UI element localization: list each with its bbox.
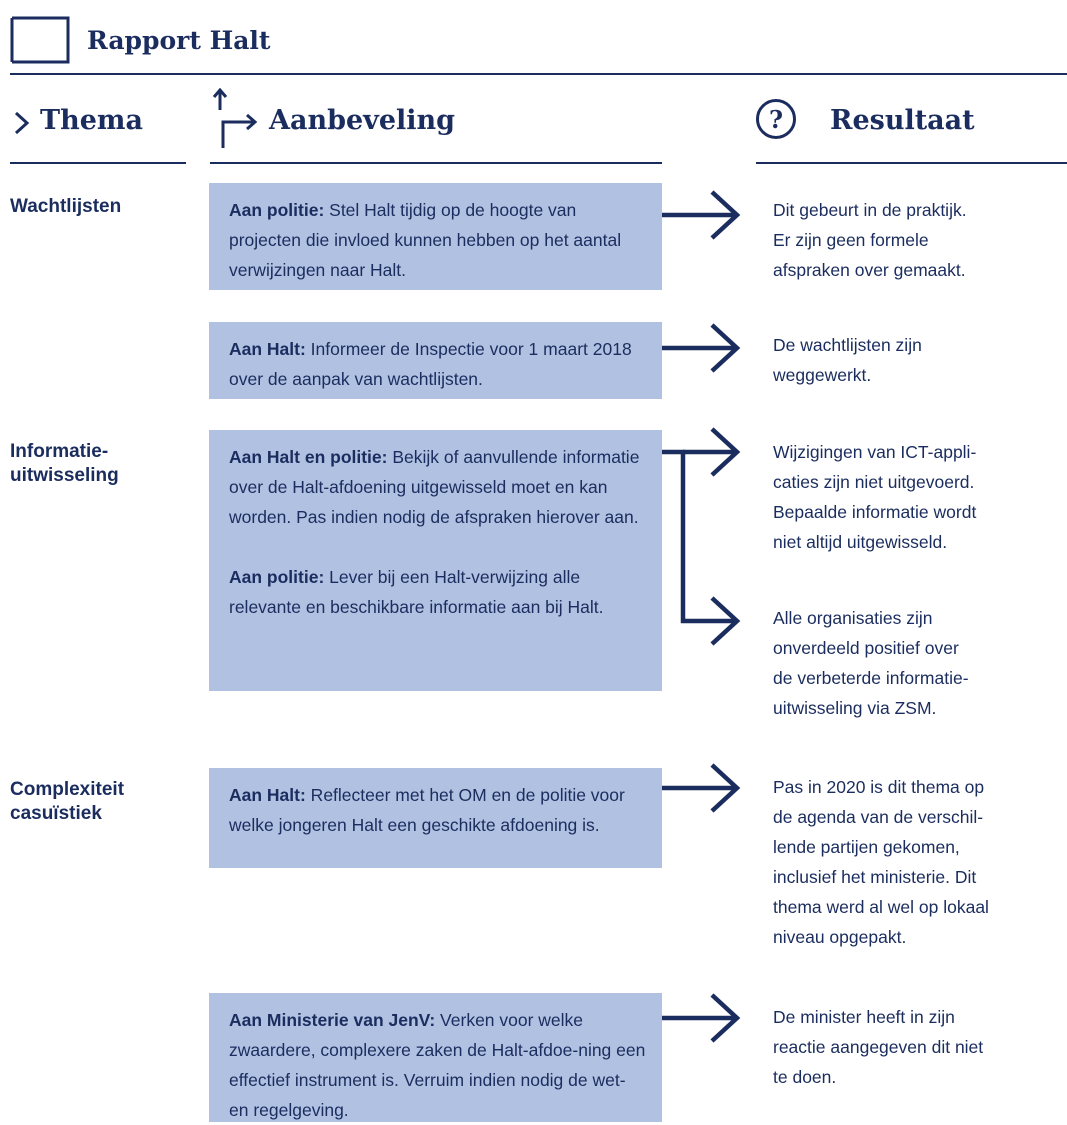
recommendation-box: Aan politie: Stel Halt tijdig op de hoog… — [209, 183, 662, 290]
arrow-right-icon — [662, 763, 741, 813]
recommendation-box: Aan Ministerie van JenV: Verken voor wel… — [209, 993, 662, 1122]
column-header-recommendation: Aanbeveling — [269, 105, 456, 136]
arrow-right-icon — [662, 190, 741, 240]
arrow-right-icon — [683, 427, 741, 477]
recommendation-lead: Aan politie: — [229, 200, 325, 220]
result-text: De minister heeft in zijn reactie aangeg… — [773, 1007, 984, 1087]
recommendation-text: Verken voor welke zwaardere, complexere … — [229, 1010, 646, 1120]
recommendation-lead: Aan Halt: — [229, 785, 306, 805]
arrow-right-icon — [662, 323, 741, 373]
recommendation-box: Aan Halt: Reflecteer met het OM en de po… — [209, 768, 662, 868]
recommendation-box-combined: Aan Halt en politie: Bekijk of aanvullen… — [209, 430, 662, 691]
column-divider-result — [756, 162, 1067, 164]
column-divider-recommendation — [210, 162, 662, 164]
arrow-right-icon — [710, 596, 741, 646]
svg-text:?: ? — [769, 105, 783, 134]
recommendation-text: Lever bij een Halt-verwijzing alle relev… — [229, 567, 604, 617]
page-title: Rapport Halt — [87, 26, 271, 55]
theme-label: Wachtlijsten — [10, 196, 122, 217]
recommendation-lead: Aan politie: — [229, 567, 325, 587]
question-circle-icon: ? — [756, 99, 796, 139]
direction-arrows-icon — [212, 88, 258, 148]
theme-label: Informatie- uitwisseling — [10, 441, 119, 486]
result-text: Alle organisaties zijn onverdeeld positi… — [773, 608, 969, 718]
recommendation-text: Informeer de Inspectie voor 1 maart 2018… — [229, 339, 632, 389]
header-divider — [10, 73, 1067, 75]
result-text: Dit gebeurt in de praktijk. Er zijn geen… — [773, 200, 967, 280]
recommendation-text: Bekijk of aanvullende informatie over de… — [229, 447, 640, 527]
result-text: De wachtlijsten zijn weggewerkt. — [773, 335, 922, 385]
arrow-right-icon — [662, 993, 741, 1043]
column-divider-theme — [10, 162, 186, 164]
recommendation-text: Stel Halt tijdig op de hoogte van projec… — [229, 200, 622, 280]
branch-connector — [662, 449, 737, 624]
document-icon — [10, 16, 70, 64]
result-text: Pas in 2020 is dit thema op de agenda va… — [773, 777, 989, 947]
recommendation-lead: Aan Halt: — [229, 339, 306, 359]
column-header-result: Resultaat — [830, 105, 975, 136]
chevron-right-icon — [14, 111, 30, 135]
recommendation-box: Aan Halt: Informeer de Inspectie voor 1 … — [209, 322, 662, 399]
recommendation-lead: Aan Ministerie van JenV: — [229, 1010, 436, 1030]
result-text: Wijzigingen van ICT-appli- caties zijn n… — [773, 442, 977, 552]
recommendation-text: Reflecteer met het OM en de politie voor… — [229, 785, 625, 835]
recommendation-lead: Aan Halt en politie: — [229, 447, 388, 467]
column-header-theme: Thema — [40, 105, 143, 136]
theme-label: Complexiteit casuïstiek — [10, 779, 125, 824]
